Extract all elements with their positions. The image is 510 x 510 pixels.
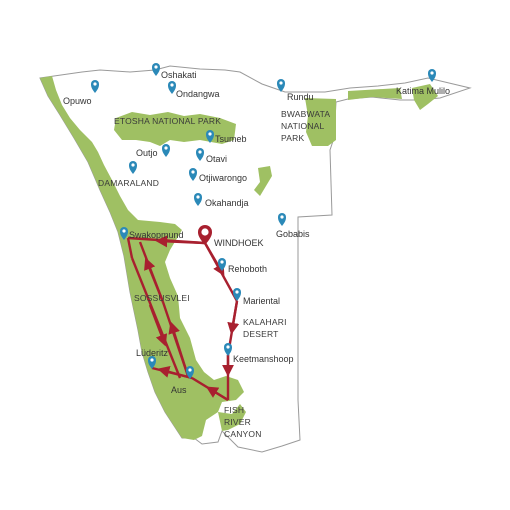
fish-river-label-1: FISH	[224, 405, 244, 415]
bwabwata-label-2: NATIONAL	[281, 121, 325, 131]
windhoek-start-pin-icon[interactable]	[198, 225, 212, 245]
rundu-label: Rundu	[287, 92, 314, 102]
keetmanshoop-label: Keetmanshoop	[233, 354, 294, 364]
windhoek-label: WINDHOEK	[214, 238, 264, 248]
swakopmund-label: Swakopmund	[129, 230, 184, 240]
otavi-label: Otavi	[206, 154, 227, 164]
country-border	[39, 65, 472, 453]
sperrgebiet-park	[218, 404, 246, 431]
otjiwarongo-label: Otjiwarongo	[199, 173, 247, 183]
kalahari-label-2: DESERT	[243, 329, 279, 339]
katima-park	[412, 84, 438, 110]
oshakati-label: Oshakati	[161, 70, 197, 80]
gobabis-label: Gobabis	[276, 229, 310, 239]
katima-label: Katima Mulilo	[396, 86, 450, 96]
tsumeb-label: Tsumeb	[215, 134, 247, 144]
waterberg-park	[254, 166, 272, 196]
etosha-label: ETOSHA NATIONAL PARK	[114, 116, 221, 126]
outjo-label: Outjo	[136, 148, 158, 158]
bwabwata-park	[305, 98, 336, 146]
route-coast-south	[126, 237, 134, 259]
sossusvlei-label: SOSSUSVLEI	[134, 293, 190, 303]
aus-label: Aus	[171, 385, 187, 395]
okahandja-label: Okahandja	[205, 198, 249, 208]
coastal-park	[40, 76, 244, 440]
opuwo-label: Opuwo	[63, 96, 92, 106]
kalahari-label-1: KALAHARI	[243, 317, 287, 327]
park-areas	[40, 76, 438, 440]
caprivi-park	[348, 88, 402, 100]
bwabwata-label-3: PARK	[281, 133, 304, 143]
fish-river-label-2: RIVER	[224, 417, 251, 427]
damaraland-label: DAMARALAND	[98, 178, 159, 188]
mariental-label: Mariental	[243, 296, 280, 306]
fish-river-label-3: CANYON	[224, 429, 262, 439]
luderitz-label: Lüderitz	[136, 348, 169, 358]
bwabwata-label-1: BWABWATA	[281, 109, 330, 119]
ondangwa-label: Ondangwa	[176, 89, 220, 99]
etosha-park	[114, 112, 236, 146]
rehoboth-label: Rehoboth	[228, 264, 267, 274]
